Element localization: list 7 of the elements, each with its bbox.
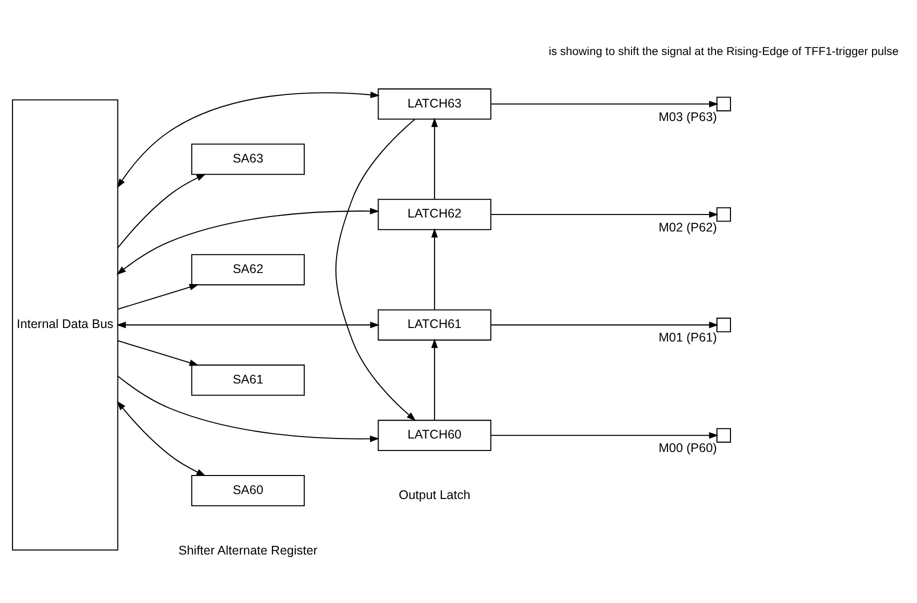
node-label: M03 (P63)	[658, 110, 717, 124]
node-label: M01 (P61)	[658, 330, 717, 345]
node-label: M00 (P60)	[658, 441, 717, 456]
label: Output Latch	[398, 488, 470, 502]
label: Shifter Alternate Register	[178, 543, 318, 558]
legend-label: is showing to shift the signal at the Rising-Edge of TFF1-trigger pulse	[548, 46, 899, 58]
node-label: M02 (P62)	[658, 220, 717, 234]
